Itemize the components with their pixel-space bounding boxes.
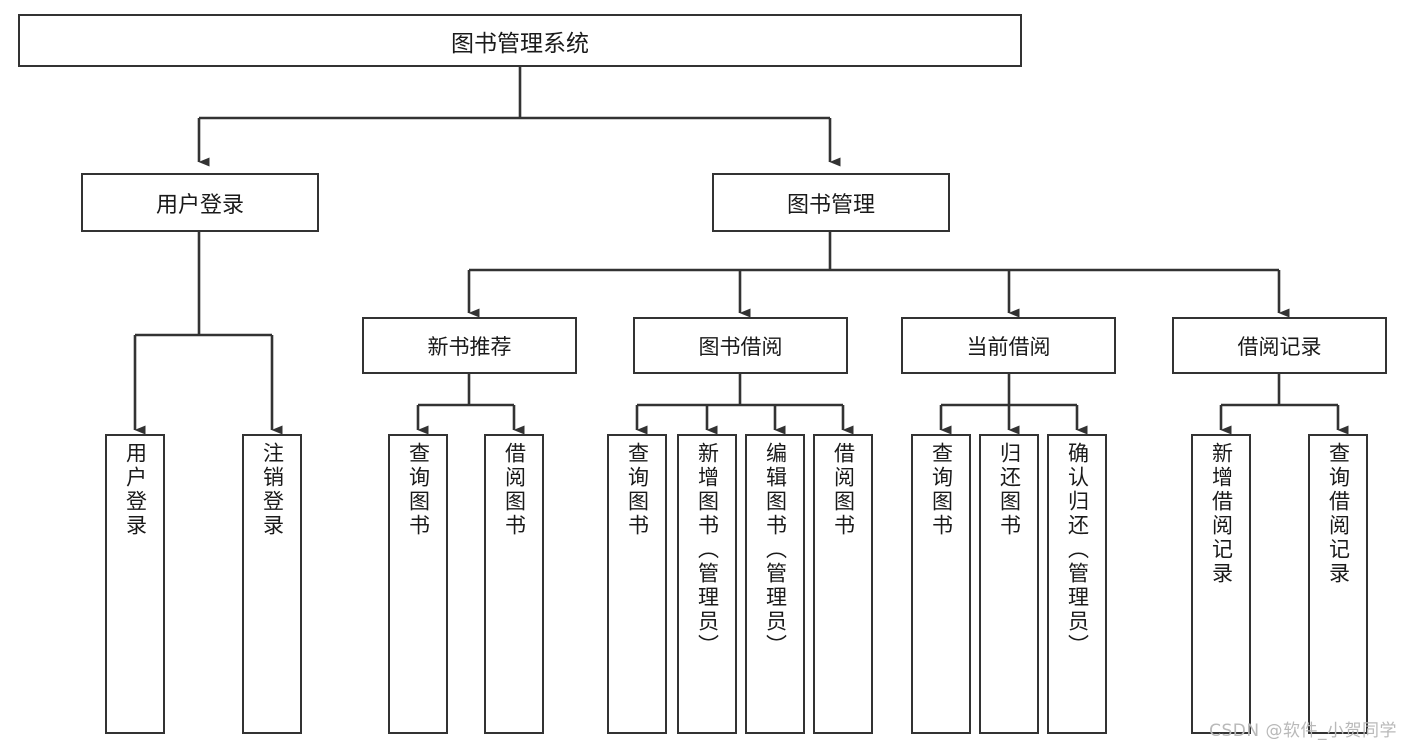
- watermark-text: CSDN @软件_小贺同学: [1209, 721, 1397, 741]
- node-label: 图书管理系统: [451, 30, 589, 57]
- node-label: 图书借阅: [698, 334, 783, 359]
- node-book-manage[interactable]: 图书管理: [712, 173, 950, 232]
- node-book-borrow[interactable]: 图书借阅: [633, 317, 848, 374]
- leaf-edit-book[interactable]: 编辑图书（管理员）: [745, 434, 805, 734]
- node-label: 查询图书: [625, 442, 650, 538]
- node-label: 查询图书: [929, 442, 954, 538]
- node-label: 归还图书: [997, 442, 1022, 538]
- node-label: 注销登录: [260, 442, 285, 538]
- node-label: 编辑图书（管理员）: [763, 442, 788, 658]
- node-label: 用户登录: [123, 442, 148, 538]
- leaf-add-book[interactable]: 新增图书（管理员）: [677, 434, 737, 734]
- leaf-confirm-return[interactable]: 确认归还（管理员）: [1047, 434, 1107, 734]
- node-book-management-system[interactable]: 图书管理系统: [18, 14, 1022, 67]
- node-label: 确认归还（管理员）: [1065, 442, 1090, 658]
- node-label: 借阅图书: [831, 442, 856, 538]
- node-label: 新增图书（管理员）: [695, 442, 720, 658]
- leaf-return-book[interactable]: 归还图书: [979, 434, 1039, 734]
- node-label: 查询借阅记录: [1326, 442, 1351, 586]
- node-label: 用户登录: [155, 192, 244, 218]
- node-label: 借阅图书: [502, 442, 527, 538]
- node-label: 借阅记录: [1237, 334, 1322, 359]
- leaf-borrow-book-1[interactable]: 借阅图书: [484, 434, 544, 734]
- node-label: 查询图书: [406, 442, 431, 538]
- leaf-add-record[interactable]: 新增借阅记录: [1191, 434, 1251, 734]
- leaf-query-book-3[interactable]: 查询图书: [911, 434, 971, 734]
- leaf-query-book-1[interactable]: 查询图书: [388, 434, 448, 734]
- node-label: 当前借阅: [966, 334, 1051, 359]
- node-current-borrow[interactable]: 当前借阅: [901, 317, 1116, 374]
- node-label: 图书管理: [786, 192, 875, 218]
- leaf-query-record[interactable]: 查询借阅记录: [1308, 434, 1368, 734]
- node-user-login[interactable]: 用户登录: [81, 173, 319, 232]
- leaf-user-login[interactable]: 用户登录: [105, 434, 165, 734]
- leaf-logout-login[interactable]: 注销登录: [242, 434, 302, 734]
- node-label: 新增借阅记录: [1209, 442, 1234, 586]
- node-new-book-recommend[interactable]: 新书推荐: [362, 317, 577, 374]
- node-label: 新书推荐: [427, 334, 512, 359]
- leaf-borrow-book-2[interactable]: 借阅图书: [813, 434, 873, 734]
- leaf-query-book-2[interactable]: 查询图书: [607, 434, 667, 734]
- node-borrow-record[interactable]: 借阅记录: [1172, 317, 1387, 374]
